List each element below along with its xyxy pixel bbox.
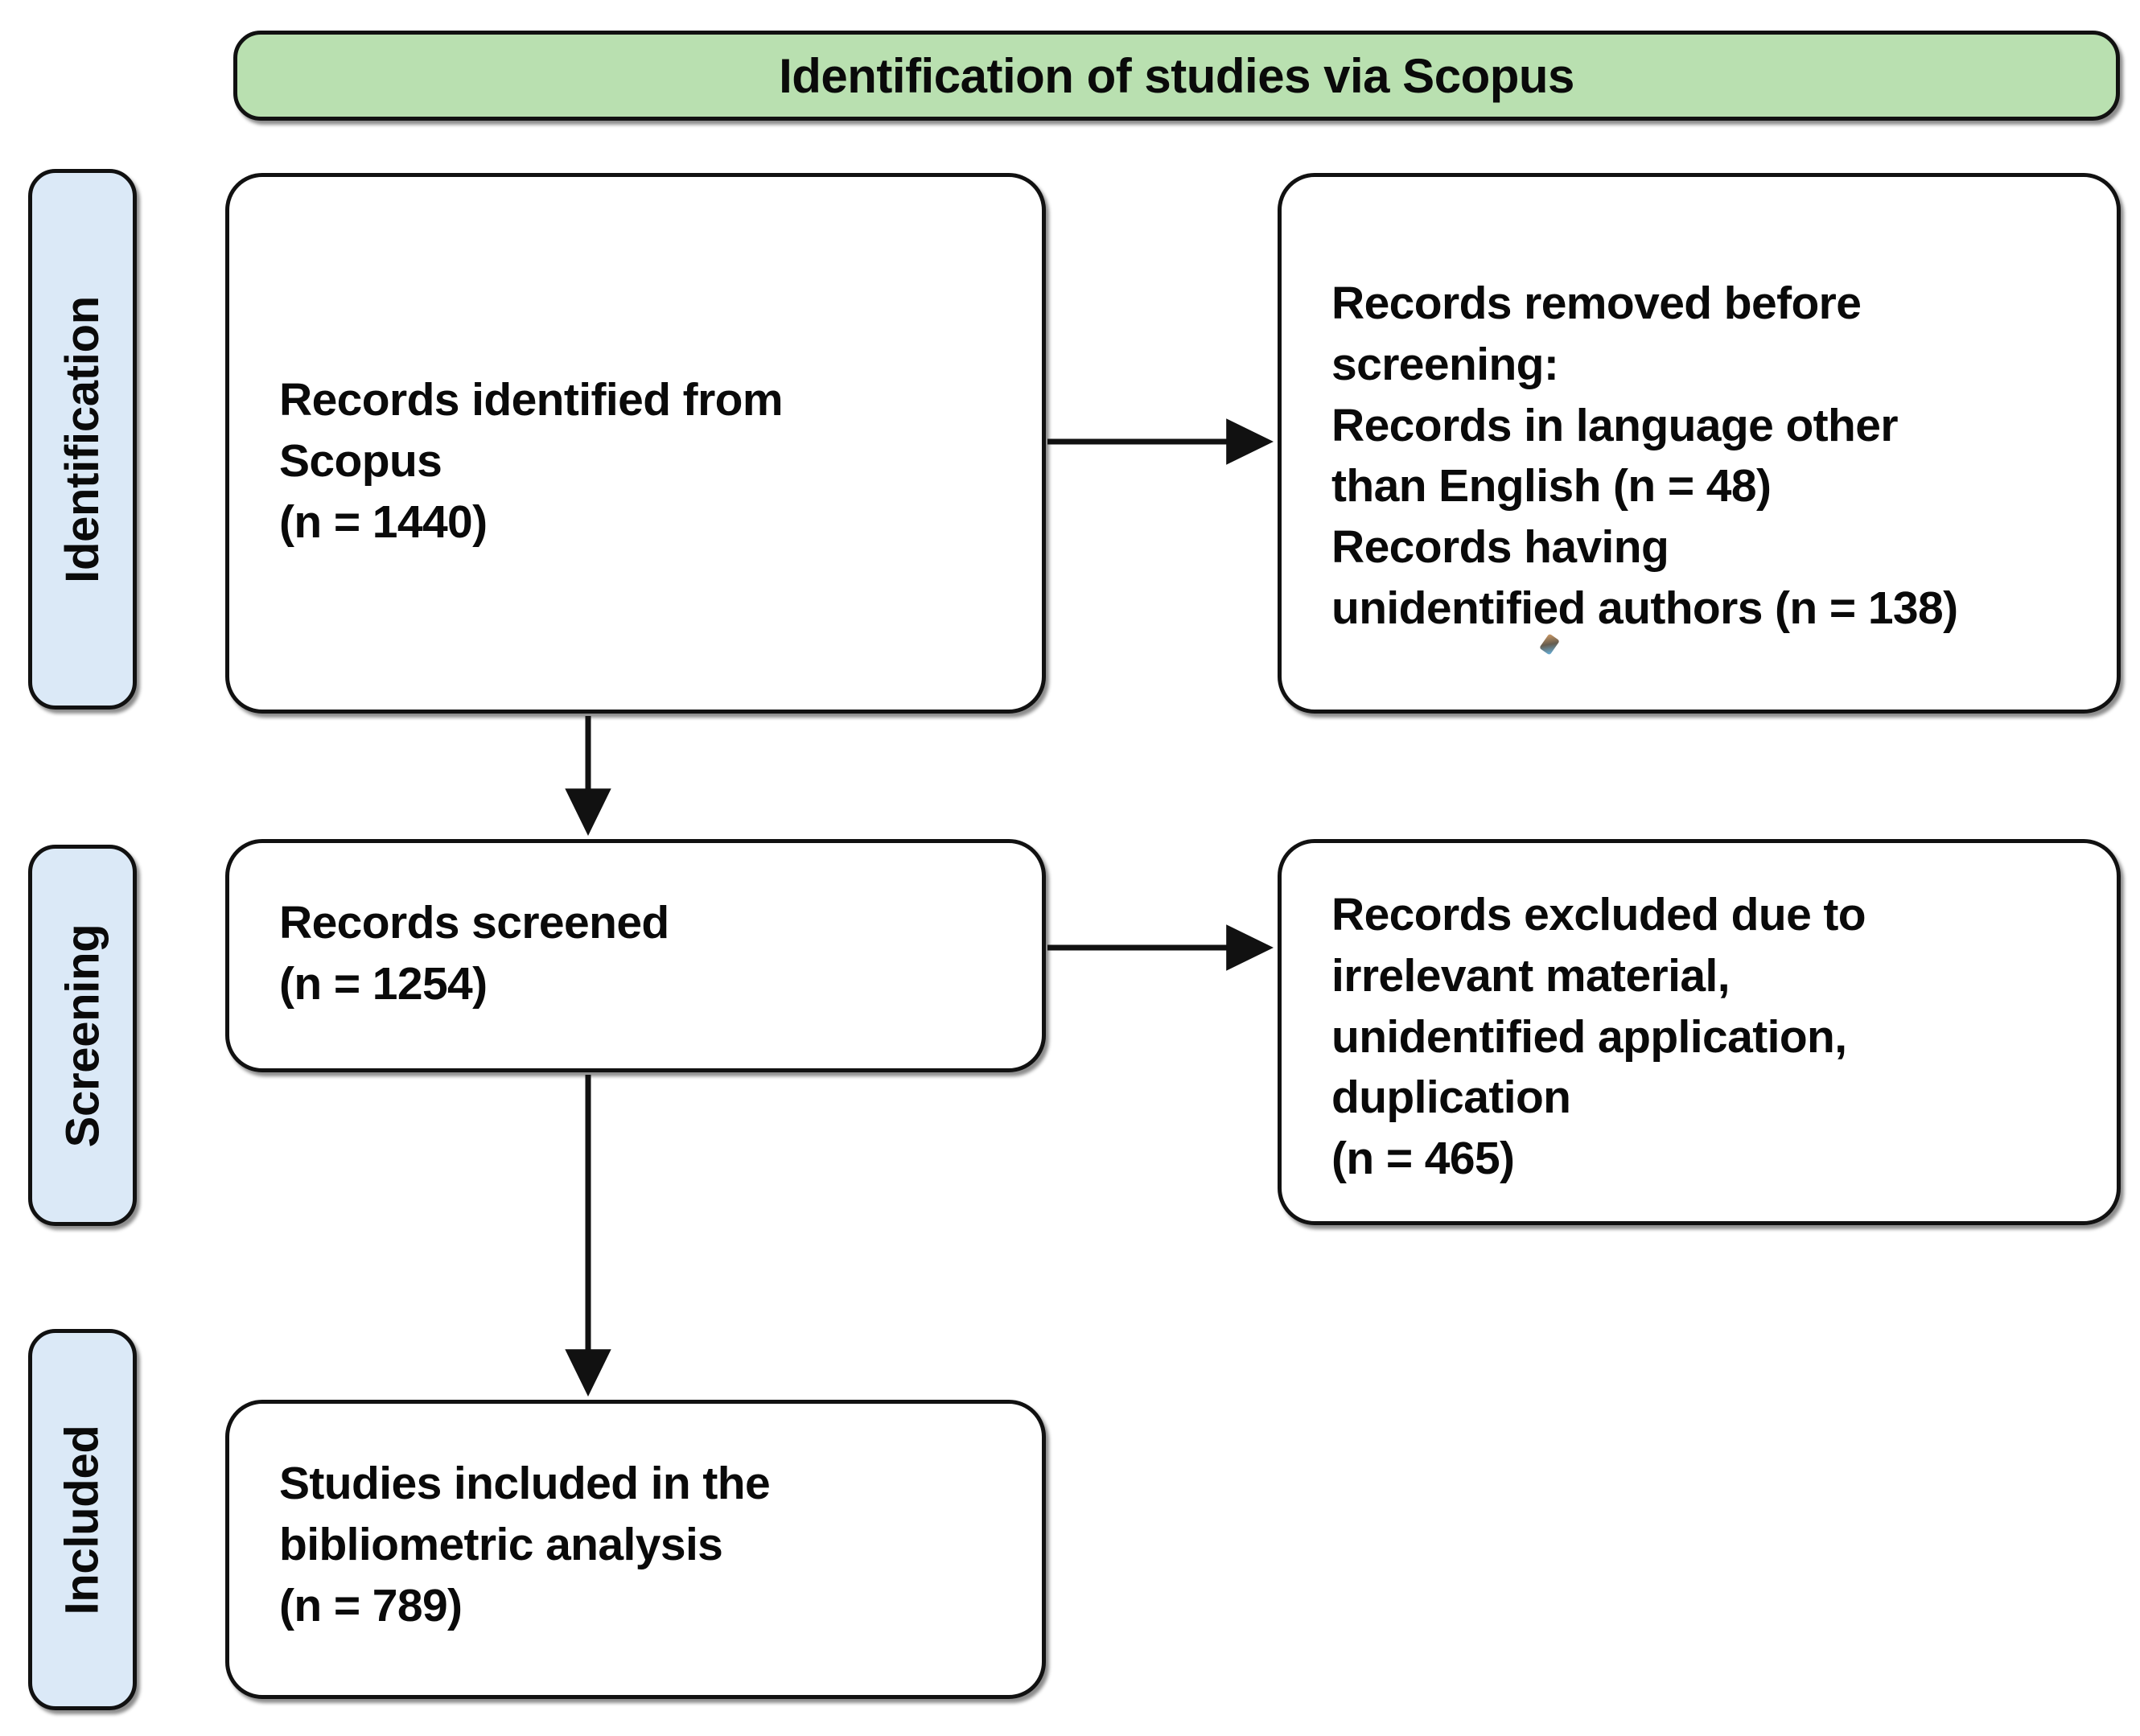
node-records-excluded: Records excluded due to irrelevant mater… — [1278, 839, 2121, 1225]
node-records-screened-text: Records screened (n = 1254) — [279, 897, 669, 1010]
diagram-header-title: Identification of studies via Scopus — [779, 48, 1574, 103]
stage-label-included: Included — [56, 1424, 109, 1615]
stage-chip-screening: Screening — [28, 845, 137, 1226]
node-studies-included: Studies included in the bibliometric ana… — [225, 1400, 1046, 1699]
node-records-removed: Records removed before screening: Record… — [1278, 173, 2121, 714]
node-records-removed-text: Records removed before screening: Record… — [1331, 278, 1958, 634]
stage-label-identification: Identification — [56, 295, 109, 583]
node-records-screened: Records screened (n = 1254) — [225, 839, 1046, 1072]
node-records-identified: Records identified from Scopus (n = 1440… — [225, 173, 1046, 714]
stage-label-screening: Screening — [56, 924, 109, 1147]
diagram-header-band: Identification of studies via Scopus — [233, 31, 2120, 121]
stage-chip-identification: Identification — [28, 169, 137, 710]
node-records-identified-text: Records identified from Scopus (n = 1440… — [279, 374, 784, 548]
node-records-excluded-text: Records excluded due to irrelevant mater… — [1331, 889, 1866, 1185]
stage-chip-included: Included — [28, 1329, 137, 1710]
node-studies-included-text: Studies included in the bibliometric ana… — [279, 1458, 771, 1631]
